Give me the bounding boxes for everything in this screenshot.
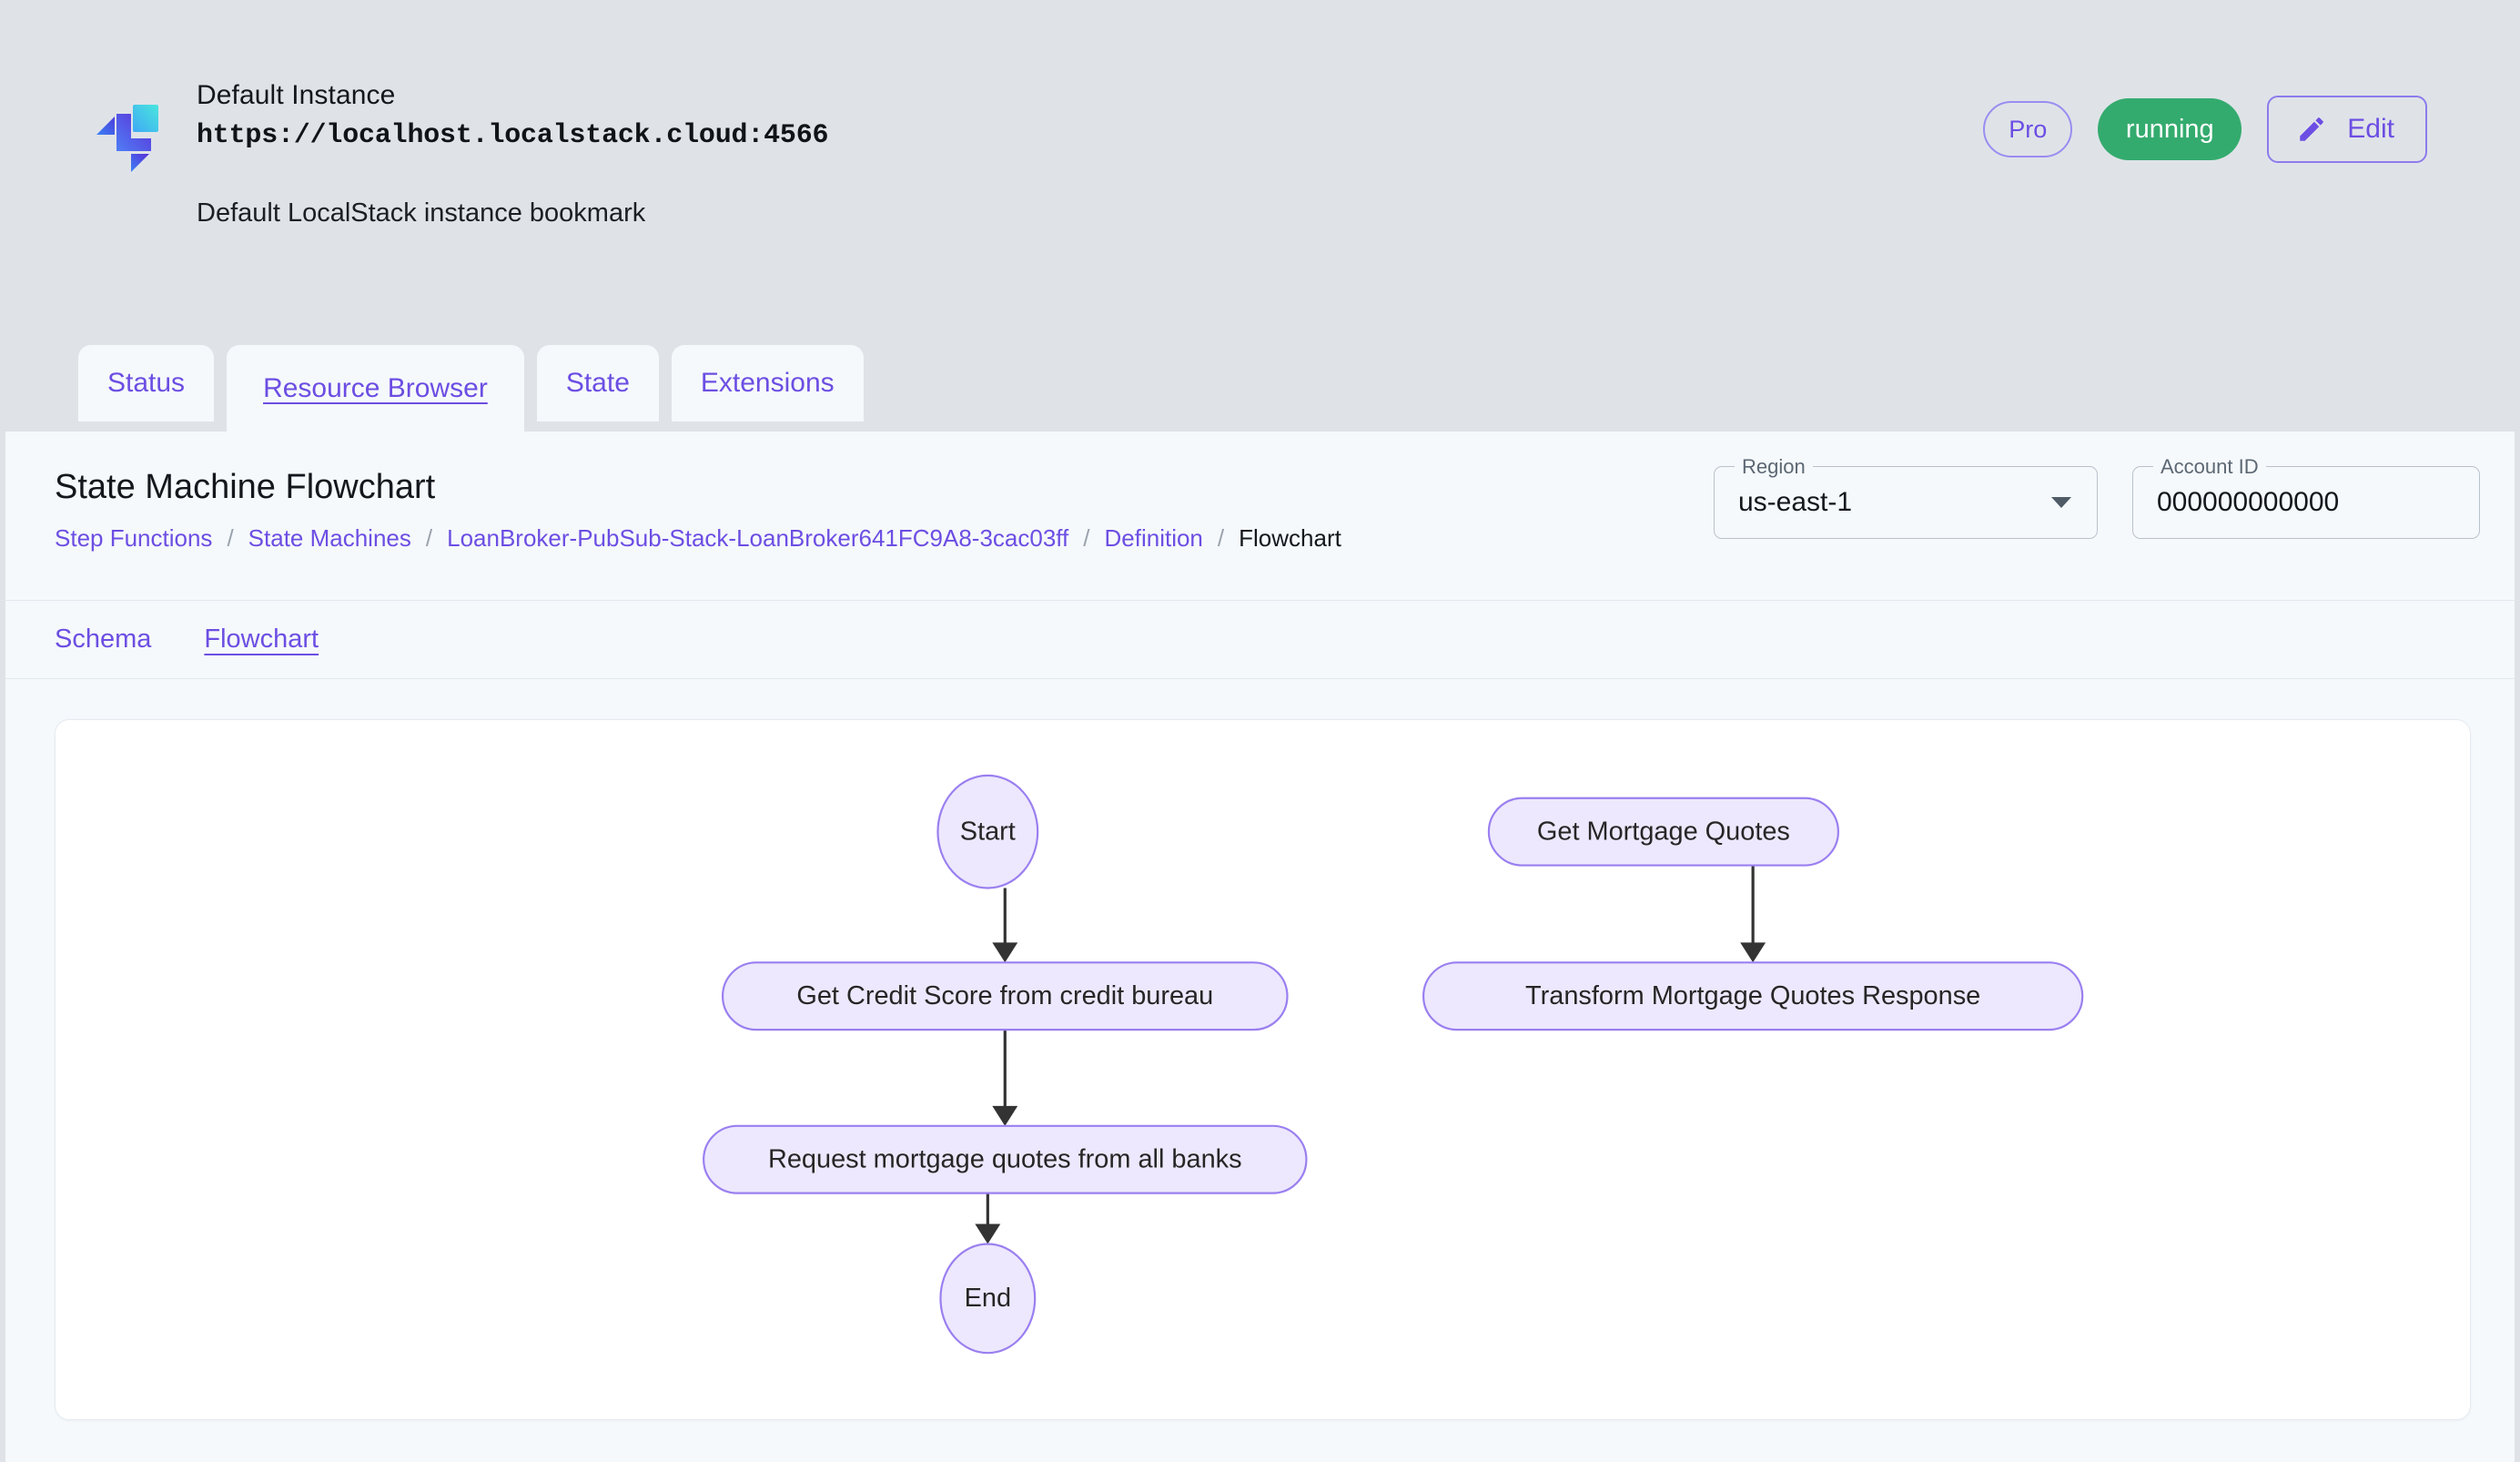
edit-button-label: Edit bbox=[2347, 114, 2394, 144]
pencil-icon bbox=[2296, 114, 2327, 145]
localstack-logo-icon bbox=[91, 86, 169, 172]
flowchart-edge-arrowhead bbox=[992, 1105, 1018, 1126]
subtab-schema[interactable]: Schema bbox=[55, 624, 152, 654]
flowchart-node-label: Request mortgage quotes from all banks bbox=[768, 1144, 1242, 1173]
subtab-flowchart[interactable]: Flowchart bbox=[204, 624, 319, 654]
breadcrumb-item-step-functions[interactable]: Step Functions bbox=[55, 524, 213, 552]
tab-resource-browser[interactable]: Resource Browser bbox=[227, 345, 524, 431]
flowchart-edge-arrowhead bbox=[975, 1223, 1001, 1244]
breadcrumb-item-definition[interactable]: Definition bbox=[1104, 524, 1203, 552]
instance-endpoint-url: https://localhost.localstack.cloud:4566 bbox=[197, 120, 829, 151]
context-selectors: Region us-east-1 Account ID 000000000000 bbox=[1714, 455, 2480, 539]
page-title: State Machine Flowchart bbox=[55, 468, 436, 506]
breadcrumb-separator: / bbox=[1083, 524, 1090, 552]
account-id-value: 000000000000 bbox=[2157, 487, 2340, 517]
instance-header-bar: Default Instance https://localhost.local… bbox=[0, 0, 2520, 431]
instance-name: Default Instance bbox=[197, 80, 396, 110]
flowchart-node-shape bbox=[939, 1243, 1037, 1355]
flowchart-node-label: Get Mortgage Quotes bbox=[1537, 817, 1790, 846]
region-select[interactable]: Region us-east-1 bbox=[1714, 455, 2098, 539]
breadcrumb-separator: / bbox=[1217, 524, 1225, 552]
flowchart-node-label: Get Credit Score from credit bureau bbox=[796, 981, 1213, 1010]
tab-resource-browser-label: Resource Browser bbox=[263, 372, 488, 403]
pro-badge[interactable]: Pro bbox=[1983, 101, 2073, 157]
flowchart-node-shape bbox=[1422, 961, 2084, 1031]
flowchart-node[interactable]: Start bbox=[936, 774, 1039, 889]
edit-button[interactable]: Edit bbox=[2267, 96, 2427, 163]
flowchart-node-label: Start bbox=[960, 817, 1016, 846]
view-sub-tabs: Schema Flowchart bbox=[0, 601, 2520, 679]
flowchart-edge-arrowhead bbox=[1740, 942, 1766, 963]
flowchart-node-shape bbox=[936, 774, 1039, 889]
flowchart-node[interactable]: Request mortgage quotes from all banks bbox=[703, 1124, 1308, 1194]
breadcrumb-separator: / bbox=[425, 524, 433, 552]
breadcrumb: Step Functions / State Machines / LoanBr… bbox=[55, 523, 2520, 553]
breadcrumb-item-flowchart: Flowchart bbox=[1239, 524, 1341, 552]
instance-description: Default LocalStack instance bookmark bbox=[197, 198, 646, 228]
flowchart-node[interactable]: Get Credit Score from credit bureau bbox=[721, 961, 1289, 1031]
region-value: us-east-1 bbox=[1738, 487, 1853, 517]
instance-actions: Pro running Edit bbox=[1983, 96, 2427, 163]
flowchart-node[interactable]: End bbox=[939, 1243, 1037, 1355]
account-id-label: Account ID bbox=[2153, 455, 2266, 479]
breadcrumb-item-state-machine-name[interactable]: LoanBroker-PubSub-Stack-LoanBroker641FC9… bbox=[447, 524, 1069, 552]
main-tab-bar: Status Resource Browser State Extensions bbox=[78, 345, 864, 431]
tab-extensions-label: Extensions bbox=[700, 368, 835, 398]
breadcrumb-separator: / bbox=[227, 524, 234, 552]
tab-state[interactable]: State bbox=[536, 345, 659, 421]
breadcrumb-item-state-machines[interactable]: State Machines bbox=[248, 524, 411, 552]
tab-status-label: Status bbox=[107, 368, 186, 398]
tab-status[interactable]: Status bbox=[78, 345, 215, 421]
flowchart-node-label: End bbox=[965, 1284, 1011, 1313]
chevron-down-icon[interactable] bbox=[2051, 497, 2071, 508]
account-id-field[interactable]: Account ID 000000000000 bbox=[2132, 455, 2480, 539]
flowchart-edge-arrowhead bbox=[992, 942, 1018, 963]
flowchart-node[interactable]: Transform Mortgage Quotes Response bbox=[1422, 961, 2084, 1031]
flowchart-node-shape bbox=[703, 1124, 1308, 1194]
tab-extensions[interactable]: Extensions bbox=[671, 345, 864, 421]
region-label: Region bbox=[1735, 455, 1813, 479]
flowchart-node[interactable]: Get Mortgage Quotes bbox=[1487, 797, 1839, 867]
status-badge: running bbox=[2098, 98, 2242, 160]
resource-browser-page: State Machine Flowchart Step Functions /… bbox=[0, 431, 2520, 1462]
instance-identity: Default Instance https://localhost.local… bbox=[0, 0, 2520, 231]
page-header: State Machine Flowchart Step Functions /… bbox=[0, 431, 2520, 601]
flowchart-node-shape bbox=[721, 961, 1289, 1031]
flowchart-node-label: Transform Mortgage Quotes Response bbox=[1525, 981, 1980, 1010]
flowchart-node-shape bbox=[1487, 797, 1839, 867]
tab-state-label: State bbox=[565, 368, 630, 398]
